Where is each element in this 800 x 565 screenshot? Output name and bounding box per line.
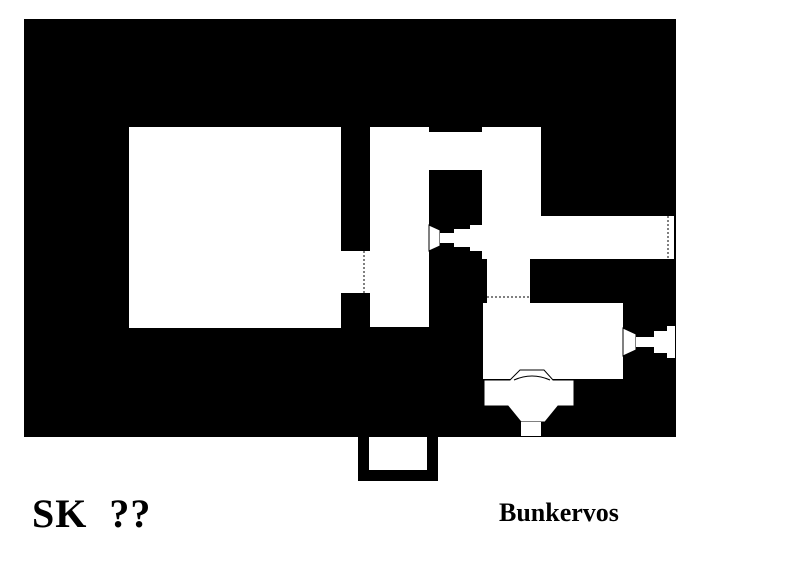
embrasure-left-neck bbox=[440, 233, 454, 243]
map-code-label: SK ?? bbox=[32, 491, 152, 536]
site-name-label: Bunkervos bbox=[499, 498, 619, 527]
embrasure-right-neck bbox=[636, 337, 654, 347]
corridor-vertical bbox=[370, 127, 429, 327]
embrasure-right-end bbox=[667, 326, 675, 358]
embrasure-right-block bbox=[654, 331, 667, 353]
cupola-exit bbox=[521, 422, 541, 436]
passage-top bbox=[428, 132, 484, 170]
room-l-horizontal bbox=[482, 216, 674, 259]
connector-block bbox=[487, 259, 530, 303]
main-room bbox=[129, 127, 341, 328]
passage-main bbox=[340, 251, 370, 293]
embrasure-left-end bbox=[470, 225, 482, 251]
entrance-annex-interior bbox=[369, 437, 427, 470]
room-lower-right bbox=[483, 303, 623, 379]
cupola-arc bbox=[513, 375, 551, 381]
embrasure-left-block bbox=[454, 229, 470, 247]
cupola bbox=[483, 369, 575, 423]
embrasure-left bbox=[428, 224, 441, 252]
embrasure-right bbox=[622, 327, 637, 357]
